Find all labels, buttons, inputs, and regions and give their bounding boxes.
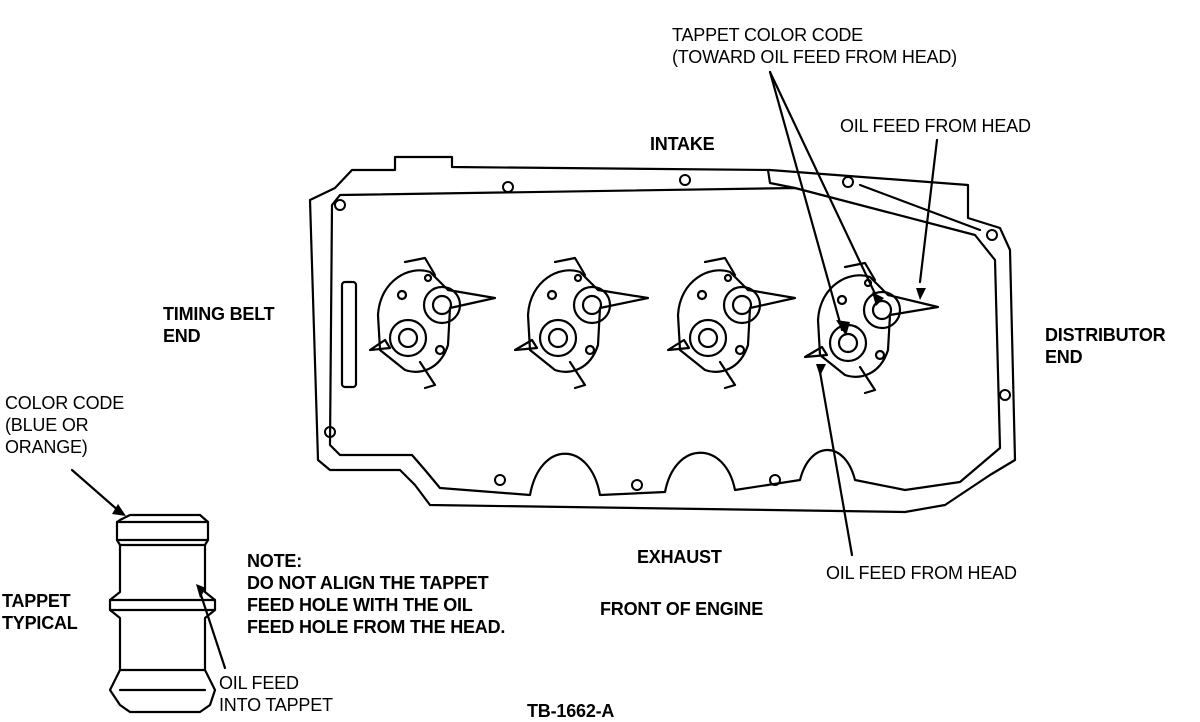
arrowheads	[112, 288, 926, 598]
distributor-end-label: DISTRIBUTOR END	[1045, 325, 1166, 367]
bolt-holes	[324, 174, 1011, 491]
oil-feed-into-tappet-label: OIL FEED INTO TAPPET	[219, 673, 333, 715]
exhaust-label: EXHAUST	[637, 547, 722, 567]
cylinder-head-inner-outline	[328, 186, 1002, 497]
tappet-cluster-4	[803, 261, 940, 395]
figure-id-label: TB-1662-A	[527, 701, 615, 721]
tappet-cluster-3	[666, 256, 797, 390]
timing-belt-end-label: TIMING BELT END	[163, 304, 275, 346]
color-code-label: COLOR CODE (BLUE OR ORANGE)	[5, 393, 125, 457]
note-text: NOTE: DO NOT ALIGN THE TAPPET FEED HOLE …	[247, 551, 506, 637]
tappet-cluster-1	[368, 256, 497, 390]
intake-label: INTAKE	[650, 134, 715, 154]
tappet-typical-label: TAPPET TYPICAL	[2, 591, 78, 633]
oil-feed-from-head-top-label: OIL FEED FROM HEAD	[840, 116, 1031, 136]
timing-belt-slot	[340, 280, 358, 389]
cylinder-head-outline	[308, 155, 1017, 514]
front-of-engine-label: FRONT OF ENGINE	[600, 599, 763, 619]
leader-lines	[70, 70, 939, 670]
tappet-typical-drawing	[108, 513, 217, 714]
tappet-color-code-label: TAPPET COLOR CODE (TOWARD OIL FEED FROM …	[672, 25, 957, 67]
tappet-cluster-2	[513, 256, 650, 390]
oil-feed-from-head-bottom-label: OIL FEED FROM HEAD	[826, 563, 1017, 583]
